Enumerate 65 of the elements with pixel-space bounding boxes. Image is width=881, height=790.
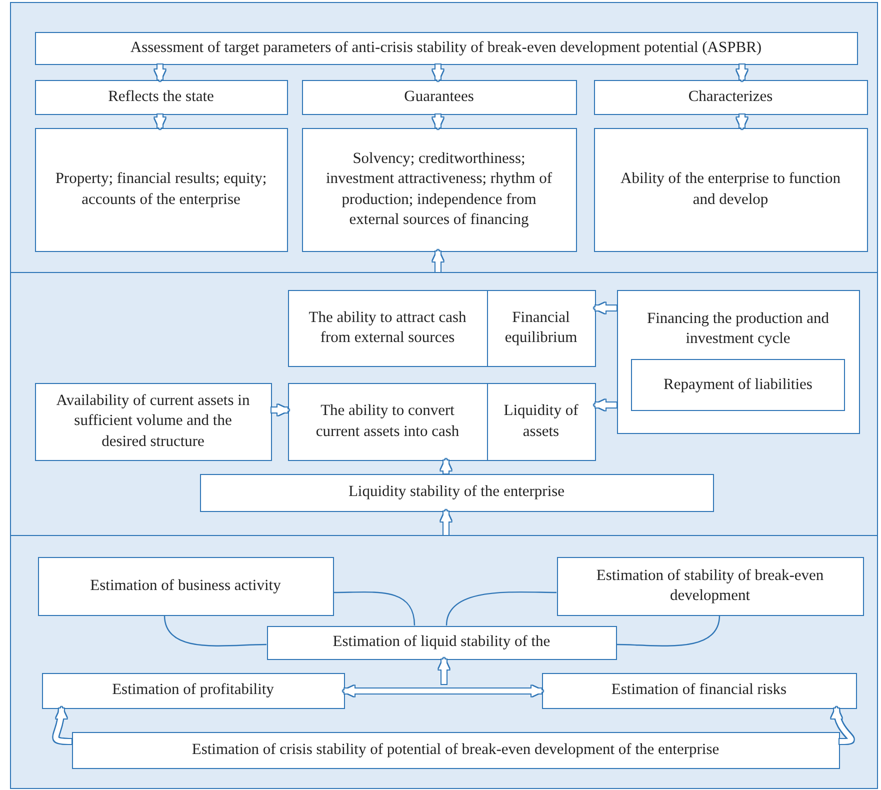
box-text: Assessment of target parameters of anti-crisis stability of break-even development potential (ASPBR) (130, 38, 762, 58)
box-text: Ability of the enterprise to function and develop (620, 169, 842, 210)
box-text: Liquidity of assets (504, 401, 578, 442)
process-box (542, 672, 856, 708)
block-arrow (440, 510, 452, 535)
block-arrow (832, 706, 854, 744)
process-box (594, 128, 868, 252)
block-arrow (53, 706, 72, 744)
box-text: Estimation of business activity (90, 576, 281, 596)
box-text: Estimation of liquid stability of the (332, 632, 550, 652)
box-text: Liquidity stability of the enterprise (348, 482, 565, 502)
process-box (302, 80, 576, 114)
box-text: The ability to convert current assets into cash (314, 401, 460, 442)
block-arrow (438, 658, 450, 684)
box-text: Property; financial results; equity; accounts of the enterprise (54, 169, 268, 210)
process-box (34, 128, 288, 252)
process-box (72, 732, 840, 768)
process-box (486, 382, 596, 460)
block-arrow (594, 302, 616, 314)
block-arrow (432, 64, 444, 82)
panel-background (10, 535, 878, 789)
block-arrow (594, 399, 616, 411)
box-text: Financing the production and investment cycle (646, 308, 830, 349)
box-text: Repayment of liabilities (664, 374, 812, 395)
box-text: Availability of current assets in sufficient volume and the desired structure (55, 390, 251, 452)
process-box (302, 128, 576, 252)
process-box (266, 626, 616, 660)
block-arrow (432, 250, 444, 272)
block-arrow (272, 404, 290, 416)
connector-line (616, 615, 720, 646)
process-box (34, 382, 272, 460)
panel-background (10, 2, 878, 273)
process-box (556, 556, 864, 616)
process-box (288, 290, 488, 366)
connector-line (446, 591, 556, 626)
process-box (34, 32, 858, 64)
block-arrow (440, 458, 452, 474)
process-box (594, 80, 868, 114)
connector-line (334, 591, 416, 626)
box-text: Estimation of financial risks (611, 680, 787, 700)
block-arrow (154, 64, 166, 82)
process-box (631, 359, 845, 411)
process-box (486, 290, 596, 366)
process-box (616, 290, 860, 434)
box-text: Estimation of crisis stability of potential of break-even development of the enterprise (192, 740, 720, 760)
box-text: Estimation of profitability (112, 680, 274, 700)
connector-line (164, 615, 267, 646)
block-arrow (432, 114, 444, 130)
block-arrow (154, 114, 166, 130)
process-box (42, 672, 344, 708)
process-box (200, 474, 714, 512)
box-text: Guarantees (404, 86, 474, 107)
process-box (288, 382, 488, 460)
box-text: Solvency; creditworthiness; investment attractiveness; rhythm of production; independence from external sources of financing (325, 148, 553, 230)
box-text: Financial equilibrium (504, 308, 578, 348)
box-text: Characterizes (688, 86, 773, 107)
double-arrow (342, 685, 544, 697)
box-text: Reflects the state (108, 86, 214, 107)
block-arrow (736, 114, 748, 130)
process-box (38, 556, 334, 616)
process-box (34, 80, 288, 114)
block-arrow (736, 64, 748, 82)
box-text: Estimation of stability of break-even development (595, 566, 825, 606)
box-text: The ability to attract cash from external sources (308, 308, 468, 348)
panel-background (10, 272, 878, 536)
